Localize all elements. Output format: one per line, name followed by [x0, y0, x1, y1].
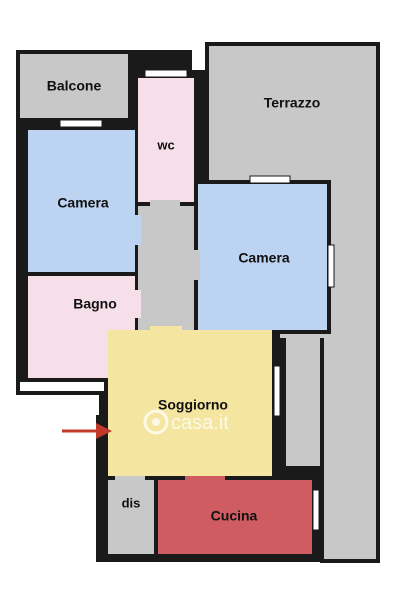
- exterior-left-bottom: [0, 395, 96, 600]
- label-soggiorno: Soggiorno: [158, 397, 228, 413]
- entrance-arrow-icon: [62, 423, 112, 439]
- window-balcone: [59, 119, 103, 128]
- room-wc: [138, 78, 194, 202]
- door-bagno: [133, 290, 141, 318]
- label-bagno: Bagno: [73, 296, 117, 312]
- room-balcone: [20, 54, 128, 118]
- watermark-text: casa.it: [171, 412, 229, 434]
- room-cucina: [158, 480, 312, 554]
- door-dis: [115, 476, 145, 482]
- room-corridoio: [138, 206, 194, 330]
- label-cucina: Cucina: [211, 508, 258, 524]
- window-camera-right-side: [327, 244, 335, 288]
- room-terrazzo: [209, 46, 376, 559]
- room-dis: [108, 480, 154, 554]
- room-soggiorno: [108, 330, 272, 476]
- label-camera-left: Camera: [57, 195, 109, 211]
- room-camera-left: [28, 130, 135, 272]
- door-camera-left: [133, 215, 141, 245]
- door-wc: [150, 200, 180, 208]
- label-balcone: Balcone: [47, 78, 102, 94]
- door-soggiorno-corridor: [150, 326, 182, 332]
- doors: [115, 200, 225, 482]
- label-dis: dis: [122, 495, 141, 510]
- window-cucina: [312, 489, 320, 531]
- windows: [59, 69, 335, 531]
- window-wc: [144, 69, 188, 78]
- window-soggiorno: [273, 365, 281, 417]
- label-camera-right: Camera: [238, 250, 290, 266]
- terrazzo-inner-edge: [320, 338, 324, 466]
- casa-logo-icon: [143, 409, 169, 435]
- room-camera-right: [198, 184, 327, 330]
- watermark: casa.it: [143, 409, 229, 435]
- label-terrazzo: Terrazzo: [264, 95, 321, 111]
- door-camera-right: [192, 250, 200, 280]
- door-cucina: [185, 476, 225, 482]
- hall-left-gap: [20, 382, 104, 391]
- window-camera-right: [249, 175, 291, 184]
- exterior-left-strip: [96, 395, 99, 415]
- label-wc: wc: [156, 137, 174, 152]
